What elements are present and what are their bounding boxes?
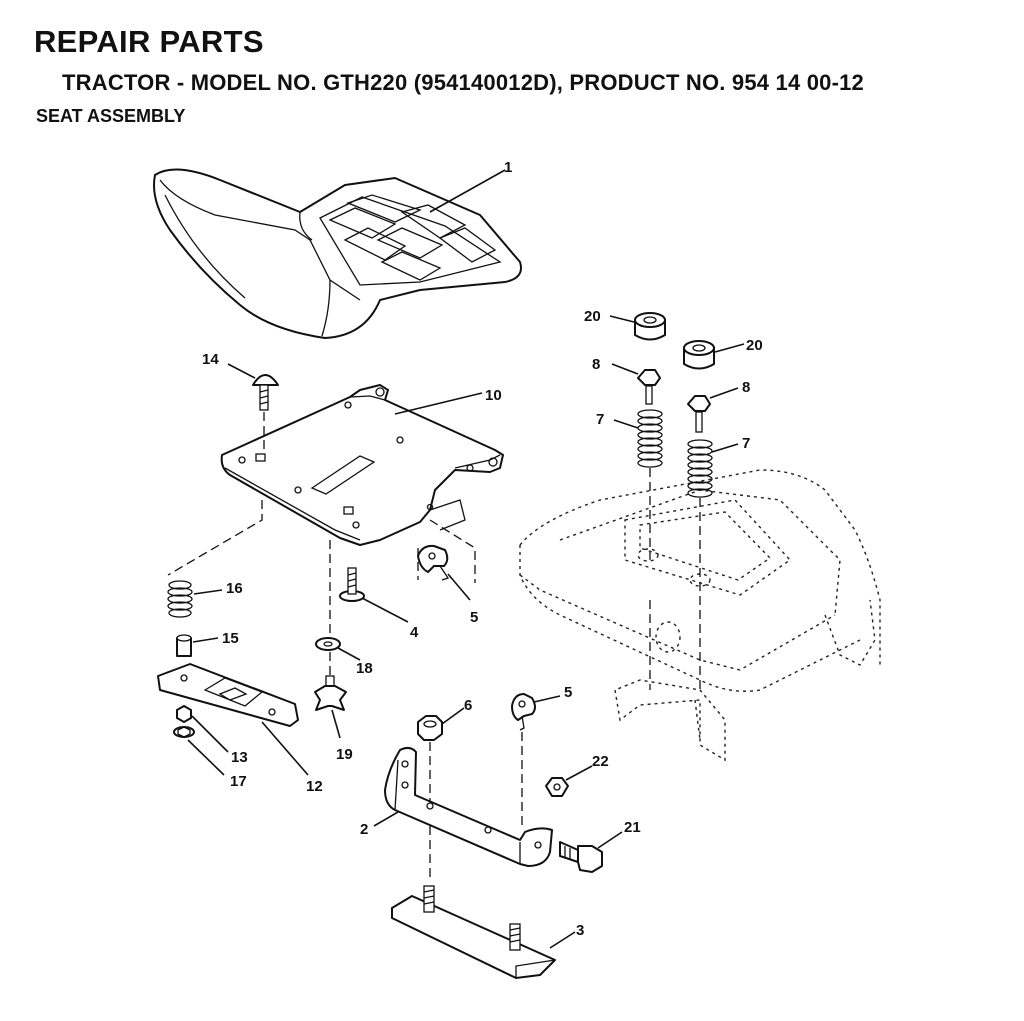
callout-18: 18 [356,660,373,677]
nut-part-6 [417,715,443,741]
spacer-part-20-right [683,340,715,370]
spacer-part-20-left [634,312,666,341]
page-subtitle: TRACTOR - MODEL NO. GTH220 (954140012D),… [62,70,864,95]
seat-part-1 [153,168,522,339]
callout-10: 10 [485,387,502,404]
spring-part-7-left [637,409,663,468]
callout-16: 16 [226,580,243,597]
page-title: REPAIR PARTS [34,24,264,59]
callout-8-left: 8 [592,356,600,373]
knob-part-19 [314,675,347,711]
callout-1: 1 [504,159,512,176]
section-heading: SEAT ASSEMBLY [36,106,186,126]
bracket-plate-part-12 [157,663,299,727]
nut-part-13 [176,705,192,723]
callout-4: 4 [410,624,419,641]
callout-5-lower: 5 [564,684,572,701]
callout-12: 12 [306,778,323,795]
spring-part-7-right [687,439,713,498]
washer-part-18 [315,637,341,651]
callout-3: 3 [576,922,584,939]
flange-nut-part-17 [173,726,195,738]
base-plate-part-3 [391,885,556,979]
callout-14: 14 [202,351,219,368]
screw-part-4 [339,567,365,602]
bracket-part-2 [384,746,553,867]
screw-part-8-right [687,395,711,433]
clip-part-5-lower [511,693,536,731]
callout-13: 13 [231,749,248,766]
callout-20-right: 20 [746,337,763,354]
carriage-bolt-part-14 [252,374,279,411]
callout-15: 15 [222,630,239,647]
spacer-part-15 [176,634,192,657]
seat-pan-part-10 [220,384,504,546]
spring-part-16 [167,580,193,618]
clip-part-5-upper [417,544,450,581]
callout-17: 17 [230,773,247,790]
callout-22: 22 [592,753,609,770]
callout-19: 19 [336,746,353,763]
callout-2: 2 [360,821,368,838]
callout-21: 21 [624,819,641,836]
callout-7-left: 7 [596,411,604,428]
hex-nut-part-22 [545,777,569,797]
callout-5-upper: 5 [470,609,478,626]
screw-part-8-left [637,369,661,405]
callout-8-right: 8 [742,379,750,396]
callout-6: 6 [464,697,472,714]
callout-7-right: 7 [742,435,750,452]
callout-20-left: 20 [584,308,601,325]
shoulder-bolt-part-21 [559,841,603,873]
